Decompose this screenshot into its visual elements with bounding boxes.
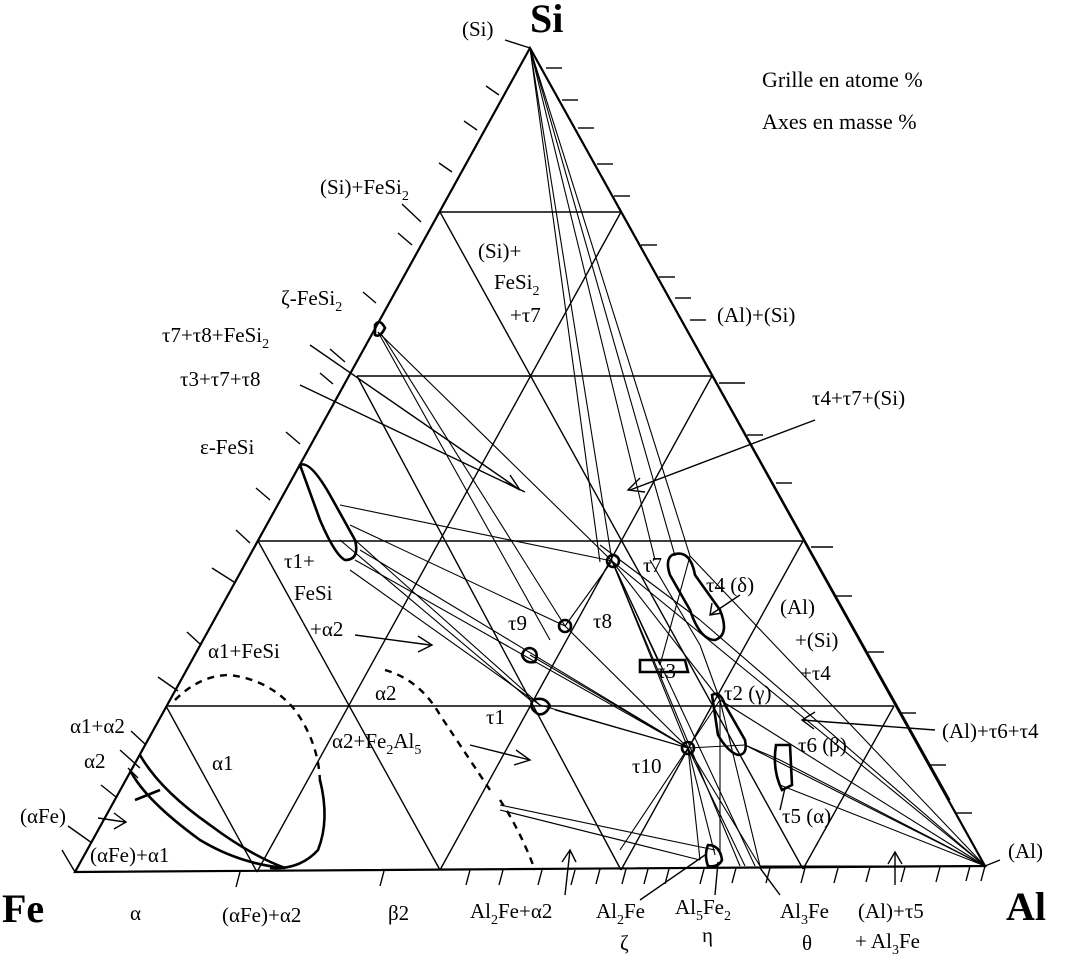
label-t2-gamma: τ2 (γ): [724, 681, 771, 705]
label-t1-fesi-a2-c: +α2: [310, 617, 343, 641]
label-afe: (αFe): [20, 804, 66, 828]
corner-fe: Fe: [2, 886, 44, 931]
label-a1: α1: [212, 751, 234, 775]
label-t5-alpha: τ5 (α): [782, 804, 831, 828]
bottom-al2fe: Al2Fe: [596, 899, 645, 928]
label-a2-region: α2: [375, 681, 397, 705]
bottom-al2fe-a2: Al2Fe+α2: [470, 899, 552, 928]
label-si: (Si): [462, 17, 494, 41]
bottom-al3fe: Al3Fe: [780, 899, 829, 928]
label-arrows: [97, 39, 1001, 901]
label-t4-t7-si: τ4+τ7+(Si): [812, 386, 905, 410]
label-a2-fe2al5: α2+Fe2Al5: [332, 729, 421, 758]
corner-al: Al: [1006, 884, 1046, 929]
label-si-fesi2: (Si)+FeSi2: [320, 175, 409, 204]
label-t6-beta: τ6 (β): [798, 733, 847, 757]
label-t4-delta: τ4 (δ): [706, 573, 754, 597]
bottom-al3fe-2: + Al3Fe: [855, 929, 920, 958]
grid-note: Grille en atome %: [762, 67, 923, 92]
label-a1-fesi: α1+FeSi: [208, 639, 280, 663]
label-t1-fesi-a2-a: τ1+: [284, 549, 315, 573]
bottom-eta: η: [702, 923, 713, 947]
label-zeta-fesi2: ζ-FeSi2: [281, 286, 342, 315]
bottom-afe-a2: (αFe)+α2: [222, 903, 301, 927]
label-t10: τ10: [632, 754, 661, 778]
label-al-si-t4-c: +τ4: [800, 661, 831, 685]
label-t7-t8-fesi2: τ7+τ8+FeSi2: [162, 323, 269, 352]
axis-ticks: [61, 67, 986, 888]
label-t7: τ7: [643, 553, 662, 577]
bottom-theta: θ: [802, 931, 812, 955]
dashed-boundaries: [174, 668, 537, 871]
corner-si: Si: [530, 0, 563, 41]
label-t8: τ8: [593, 609, 612, 633]
bottom-alpha: α: [130, 901, 141, 925]
label-afe-a1: (αFe)+α1: [90, 843, 169, 867]
label-eps-fesi: ε-FeSi: [200, 435, 254, 459]
label-a1-a2: α1+α2: [70, 714, 125, 738]
tie-lines: [339, 47, 986, 867]
label-al-si-t4-a: (Al): [780, 595, 815, 619]
phase-regions: [128, 320, 794, 870]
label-al-si: (Al)+(Si): [717, 303, 795, 327]
bottom-al5fe2: Al5Fe2: [675, 895, 731, 924]
label-al-si-t4-b: +(Si): [795, 628, 838, 652]
label-t9: τ9: [508, 611, 527, 635]
bottom-al-t5: (Al)+τ5: [858, 899, 924, 923]
label-t3-t7-t8: τ3+τ7+τ8: [180, 367, 261, 391]
axes-note: Axes en masse %: [762, 109, 917, 134]
label-si-fesi2-t7-c: +τ7: [510, 303, 541, 327]
bottom-beta2: β2: [388, 901, 409, 925]
label-t1: τ1: [486, 705, 505, 729]
label-al: (Al): [1008, 839, 1043, 863]
grid-lines: [165, 211, 895, 873]
label-t3: τ3: [657, 659, 676, 683]
label-si-fesi2-t7-b: FeSi2: [494, 270, 540, 299]
bottom-zeta: ζ: [620, 931, 629, 955]
label-al-t6-t4: (Al)+τ6+τ4: [942, 719, 1039, 743]
label-si-fesi2-t7-a: (Si)+: [478, 239, 521, 263]
label-t1-fesi-a2-b: FeSi: [294, 581, 333, 605]
label-a2-left: α2: [84, 749, 106, 773]
